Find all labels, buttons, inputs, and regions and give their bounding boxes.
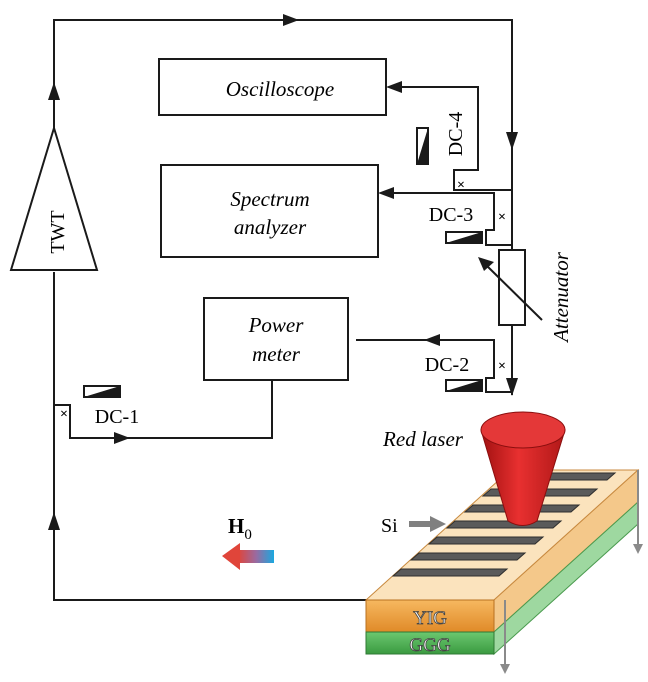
si-strip-1 xyxy=(391,568,509,577)
dc1-label: DC-1 xyxy=(95,406,139,428)
attenuator-label: Attenuator xyxy=(549,251,573,344)
dc1-wire xyxy=(54,380,273,439)
ggg-layer xyxy=(365,631,495,655)
dc3-label: DC-3 xyxy=(429,204,473,226)
si-pointer-head xyxy=(430,516,446,532)
dc4-coupler-fill xyxy=(417,128,428,164)
yig-layer xyxy=(365,599,495,633)
probe-right-tip xyxy=(633,544,643,554)
red-laser-label: Red laser xyxy=(382,427,464,451)
dc2-wire xyxy=(356,339,512,393)
spectrum-label-line1: Spectrum xyxy=(230,187,309,211)
dc1-cross: × xyxy=(60,407,68,422)
loop-arrows xyxy=(48,14,518,530)
power-label-line1: Power xyxy=(248,313,305,337)
arrow-right-lower xyxy=(506,378,518,396)
dc4-coupler: DC-4 × xyxy=(386,81,512,193)
si-strip-4 xyxy=(445,520,563,529)
field-symbol: H xyxy=(228,514,244,538)
spectrum-analyzer-box xyxy=(160,164,379,258)
dc3-cross: × xyxy=(498,210,506,225)
field-label: H0 xyxy=(228,514,252,543)
dc2-coupler: DC-2 × xyxy=(356,334,512,393)
laser-cone xyxy=(480,429,566,526)
twt-amplifier xyxy=(9,124,99,271)
dc2-cross: × xyxy=(498,359,506,374)
attenuator-arrow-head xyxy=(478,257,494,271)
probe-lines xyxy=(500,470,643,674)
arrow-right-down xyxy=(506,132,518,150)
oscilloscope-label: Oscilloscope xyxy=(226,77,334,101)
arrow-left-up xyxy=(48,82,60,100)
field-arrow-shaft xyxy=(238,550,274,563)
field-arrow-head xyxy=(222,543,240,570)
dc3-wire xyxy=(388,192,512,246)
si-strip-3 xyxy=(427,536,545,545)
arrow-left-bottom-up xyxy=(48,512,60,530)
dc2-label: DC-2 xyxy=(425,354,469,376)
dc4-arrow xyxy=(386,81,402,93)
probe-left-tip xyxy=(500,664,510,674)
power-label-line2: meter xyxy=(252,342,301,366)
arrow-top xyxy=(283,14,299,26)
yig-label: YIG xyxy=(413,608,447,629)
dc1-coupler: DC-1 × xyxy=(54,380,273,444)
dc2-arrow xyxy=(424,334,440,346)
dc3-coupler: DC-3 × xyxy=(378,187,512,246)
dc4-wire xyxy=(396,86,512,191)
si-pointer-shaft xyxy=(409,521,433,527)
attenuator-arrow-line xyxy=(483,262,543,321)
attenuator-body xyxy=(498,249,526,326)
dc2-coupler-fill xyxy=(446,380,482,391)
si-label: Si xyxy=(381,515,398,537)
dc3-coupler-fill xyxy=(446,232,482,243)
si-strip-2 xyxy=(409,552,527,561)
dc4-label: DC-4 xyxy=(445,112,467,156)
dc1-arrow xyxy=(114,432,130,444)
laser-top xyxy=(480,411,566,449)
loop-bottom-wire xyxy=(53,272,372,601)
dc4-cross: × xyxy=(457,178,465,193)
field-subscript: 0 xyxy=(244,527,252,543)
spectrum-label-line2: analyzer xyxy=(234,215,307,239)
dc3-arrow xyxy=(378,187,394,199)
field-indicator: H0 xyxy=(222,514,274,570)
dc1-coupler-fill xyxy=(84,386,120,397)
twt-label: TWT xyxy=(47,210,69,253)
power-meter-box xyxy=(203,297,349,381)
ggg-label: GGG xyxy=(409,635,450,656)
red-laser: Red laser xyxy=(382,411,566,526)
